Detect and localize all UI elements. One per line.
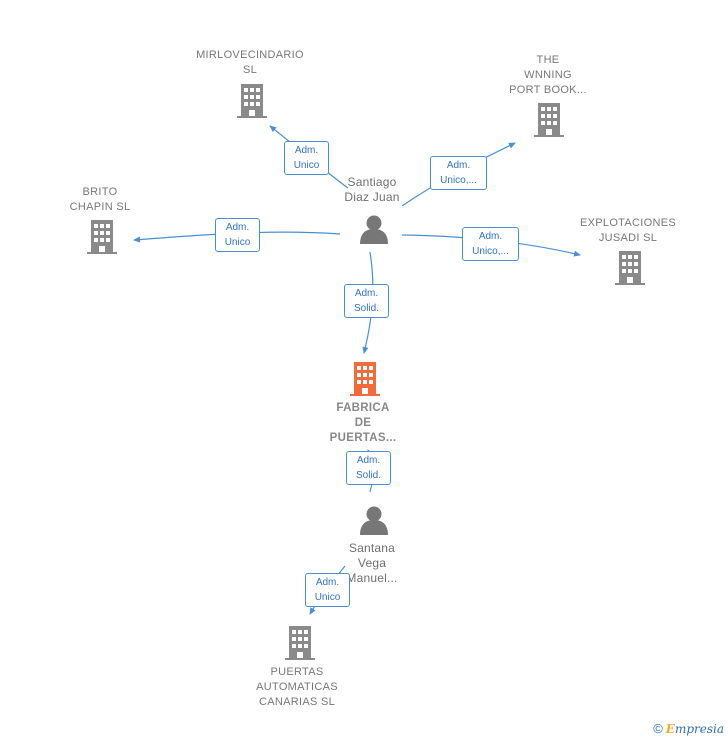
- building-icon-fabrica[interactable]: [350, 362, 380, 396]
- building-icon-explotaciones[interactable]: [615, 251, 645, 285]
- edge-label-santana-fabrica: Adm. Solid.: [346, 451, 391, 485]
- edge-label-santiago-explotaciones: Adm. Unico,...: [462, 227, 519, 261]
- node-label-brito-chapin[interactable]: BRITO CHAPIN SL: [69, 186, 131, 213]
- person-icon-santana[interactable]: [360, 506, 388, 536]
- edge-label-santana-puertas: Adm. Unico: [305, 573, 350, 607]
- edge-label-santiago-wnning: Adm. Unico,...: [430, 156, 487, 190]
- node-label-puertas-automaticas[interactable]: PUERTAS AUTOMATICAS CANARIAS SL: [256, 666, 338, 708]
- edge-label-santiago-fabrica: Adm. Solid.: [344, 284, 389, 318]
- brand-logo: Empresia: [665, 722, 724, 736]
- node-label-santana[interactable]: Santana Vega Manuel...: [346, 541, 398, 585]
- building-icon-brito-chapin[interactable]: [87, 220, 117, 254]
- footer-branding[interactable]: ©Empresia: [653, 721, 724, 736]
- person-icon-santiago[interactable]: [360, 215, 388, 245]
- node-label-the-wnning[interactable]: THE WNNING PORT BOOK...: [509, 54, 587, 96]
- edge-label-santiago-mirlovecindario: Adm. Unico: [284, 141, 329, 175]
- building-icon-puertas-automaticas[interactable]: [285, 626, 315, 660]
- building-icon-mirlovecindario[interactable]: [237, 84, 267, 118]
- copyright-symbol: ©: [653, 721, 663, 736]
- building-icon-the-wnning[interactable]: [534, 103, 564, 137]
- node-label-fabrica[interactable]: FABRICA DE PUERTAS...: [329, 402, 397, 444]
- edge-label-santiago-brito: Adm. Unico: [215, 218, 260, 252]
- node-label-santiago[interactable]: Santiago Diaz Juan: [344, 175, 400, 204]
- node-label-mirlovecindario[interactable]: MIRLOVECINDARIO SL: [196, 49, 304, 76]
- node-label-explotaciones[interactable]: EXPLOTACIONES JUSADI SL: [580, 217, 676, 244]
